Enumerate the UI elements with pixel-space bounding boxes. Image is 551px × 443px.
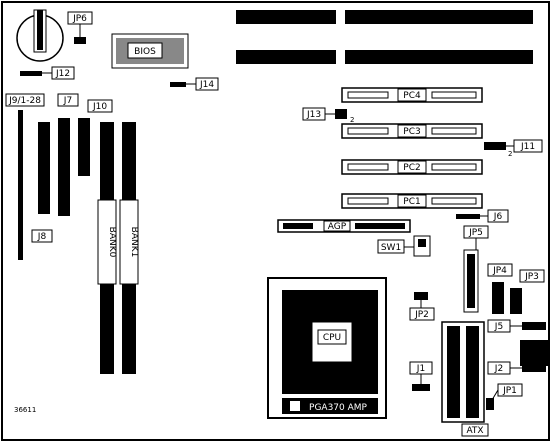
pci-slot-pc4: PC4 <box>341 87 483 103</box>
label-pc2: PC2 <box>403 163 420 173</box>
figure-id: 36611 <box>14 406 36 414</box>
connector-j8: J8 <box>31 122 53 243</box>
label-j2: J2 <box>494 364 503 374</box>
connector-j2: J2 <box>487 340 548 375</box>
bios-chip: BIOS <box>111 33 189 69</box>
connector-j9: J9/1-28 <box>5 93 45 260</box>
label-bank1: BANK1 <box>129 227 139 258</box>
memory-bank-1: BANK1 <box>119 122 139 374</box>
label-jp1: JP1 <box>502 386 517 396</box>
label-jp5: JP5 <box>468 228 483 238</box>
jumper-jp3: JP3 <box>510 269 545 314</box>
pci-slot-pc3: PC3 <box>341 123 483 139</box>
label-j1: J1 <box>416 364 425 374</box>
cpu-socket: CPU PGA370 AMP <box>267 277 387 419</box>
jumper-jp5: JP5 <box>463 225 489 313</box>
pci-slot-pc1: PC1 <box>341 193 483 209</box>
label-pin-j13: 2 <box>350 116 354 124</box>
label-j6: J6 <box>493 212 503 222</box>
label-pc3: PC3 <box>403 127 420 137</box>
connector-atx: ATX <box>441 321 489 437</box>
label-jp6: JP6 <box>72 14 87 24</box>
label-j8: J8 <box>37 232 47 242</box>
label-jp3: JP3 <box>524 272 539 282</box>
label-j9: J9/1-28 <box>8 96 41 106</box>
label-sw1: SW1 <box>381 243 401 253</box>
label-j11: J11 <box>520 142 535 152</box>
agp-slot: AGP <box>277 219 411 233</box>
battery <box>16 9 64 62</box>
label-j13: J13 <box>306 110 321 120</box>
connector-j11: 2 J11 <box>484 139 543 158</box>
label-pc1: PC1 <box>403 197 420 207</box>
label-jp2: JP2 <box>414 310 429 320</box>
jumper-jp4: JP4 <box>487 263 513 314</box>
connector-j12: J12 <box>20 66 75 80</box>
connector-j14: J14 <box>170 77 219 91</box>
jumper-jp6: JP6 <box>67 11 93 44</box>
label-atx: ATX <box>466 426 483 436</box>
label-cpu: CPU <box>323 333 341 343</box>
label-pin-j11: 2 <box>508 150 512 158</box>
label-j7: J7 <box>63 96 72 106</box>
pci-slot-pc2: PC2 <box>341 159 483 175</box>
connector-j13: J13 2 <box>302 107 354 124</box>
connector-j6: J6 <box>456 209 509 223</box>
label-pc4: PC4 <box>403 91 421 101</box>
label-j12: J12 <box>55 69 70 79</box>
isa-slots <box>236 10 533 64</box>
label-j10: J10 <box>92 102 107 112</box>
jumper-jp2: JP2 <box>409 292 435 321</box>
connector-j5: J5 <box>487 319 546 333</box>
memory-bank-0: BANK0 <box>97 122 117 374</box>
label-j5: J5 <box>494 322 503 332</box>
label-bios: BIOS <box>134 47 156 57</box>
jumper-jp1: JP1 <box>486 383 523 410</box>
label-agp: AGP <box>328 222 347 232</box>
connector-j10: J10 <box>78 99 113 176</box>
connector-j1: J1 <box>409 361 433 391</box>
label-j14: J14 <box>199 80 214 90</box>
label-socket: PGA370 AMP <box>309 403 368 413</box>
connector-j7: J7 <box>57 93 79 216</box>
label-jp4: JP4 <box>492 266 507 276</box>
switch-sw1: SW1 <box>377 235 431 257</box>
label-bank0: BANK0 <box>107 227 117 258</box>
